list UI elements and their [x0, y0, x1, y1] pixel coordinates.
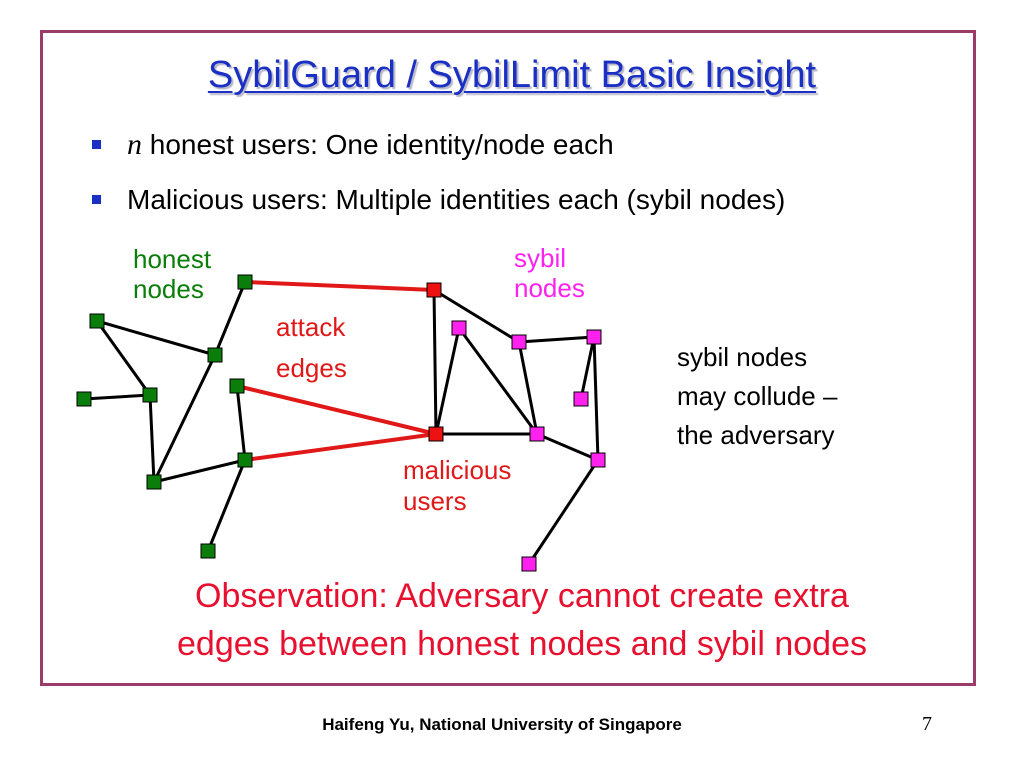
edge: [82, 393, 152, 401]
honest-node: [237, 452, 253, 468]
graph-edges: [82, 280, 600, 566]
honest-nodes-label: honest: [133, 244, 212, 274]
slide-border: [40, 30, 976, 686]
edge: [592, 335, 600, 462]
collude-note: may collude –: [677, 381, 838, 411]
edge: [434, 326, 461, 436]
bullet-item-malicious-users: Malicious users: Multiple identities eac…: [92, 180, 785, 220]
sybil-nodes: [451, 320, 606, 572]
honest-nodes-label: nodes: [133, 274, 204, 304]
attack-edges-label: attack: [276, 312, 346, 342]
sybil-node: [590, 452, 606, 468]
edge: [527, 458, 600, 566]
bullet-square-icon: [92, 195, 101, 204]
sybil-node: [573, 391, 589, 407]
edge: [517, 340, 539, 436]
honest-node: [200, 543, 216, 559]
sybil-node: [529, 426, 545, 442]
observation-text: Observation: Adversary cannot create ext…: [0, 572, 1024, 668]
edge: [148, 393, 156, 484]
sybil-nodes-label: nodes: [514, 273, 585, 303]
collude-note: the adversary: [677, 420, 835, 450]
honest-node: [207, 347, 223, 363]
sybil-node: [586, 329, 602, 345]
edge: [432, 288, 438, 436]
attack-edges-label: edges: [276, 353, 347, 383]
attack-edge: [243, 280, 436, 292]
edge: [579, 335, 596, 401]
edge: [517, 335, 596, 344]
footer-author: Haifeng Yu, National University of Singa…: [322, 715, 682, 734]
bullet-square-icon: [92, 140, 101, 149]
attack-edge: [235, 384, 438, 436]
page-number: 7: [922, 713, 932, 735]
malicious-node: [428, 426, 444, 442]
bullet-text: Malicious users: Multiple identities eac…: [127, 184, 786, 215]
malicious-nodes: [426, 282, 444, 442]
attack-edges: [235, 280, 438, 462]
honest-node: [146, 474, 162, 490]
slide-title: SybilGuard / SybilLimit Basic Insight: [207, 54, 817, 96]
malicious-users-label: malicious: [403, 455, 511, 485]
bullet-text: honest users: One identity/node each: [142, 129, 614, 160]
collude-note: sybil nodes: [677, 342, 807, 372]
sybil-node: [521, 556, 537, 572]
malicious-users-label: users: [403, 486, 467, 516]
honest-node: [76, 391, 92, 407]
honest-node: [142, 387, 158, 403]
honest-node: [237, 274, 253, 290]
observation-line: edges between honest nodes and sybil nod…: [177, 625, 867, 663]
honest-node: [89, 313, 105, 329]
honest-node: [229, 378, 245, 394]
edge: [95, 319, 152, 397]
edge: [213, 280, 247, 357]
edge: [235, 384, 247, 462]
bullet-item-honest-users: n honest users: One identity/node each: [92, 125, 785, 165]
edge: [152, 458, 247, 484]
edge: [432, 288, 521, 344]
attack-edge: [243, 432, 438, 462]
edge: [95, 319, 217, 357]
bullet-list: n honest users: One identity/node each M…: [92, 125, 785, 235]
observation-line: Observation: Adversary cannot create ext…: [195, 577, 849, 615]
variable-n: n: [127, 128, 142, 161]
edge: [535, 432, 600, 462]
sybil-node: [511, 334, 527, 350]
sybil-nodes-label: sybil: [514, 243, 566, 273]
honest-nodes: [76, 274, 253, 559]
edge: [457, 326, 539, 436]
malicious-node: [426, 282, 442, 298]
edge: [206, 458, 247, 553]
edge: [152, 353, 217, 484]
sybil-node: [451, 320, 467, 336]
